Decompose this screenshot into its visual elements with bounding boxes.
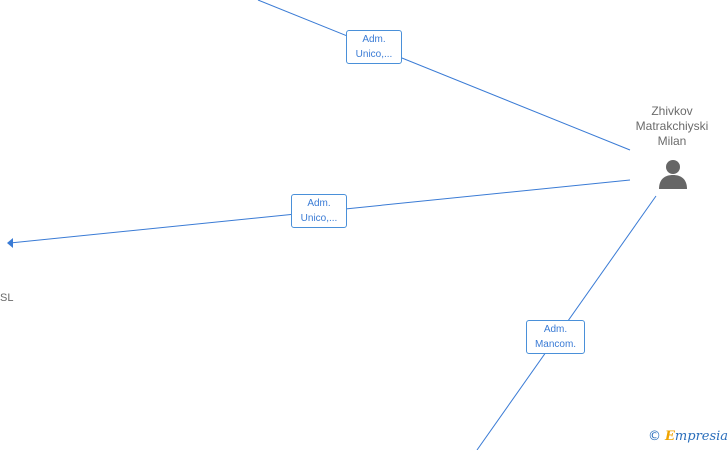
brand-name: mpresia [674, 429, 728, 444]
edge-label-bottom[interactable]: Adm. Mancom. [526, 320, 585, 354]
brand-initial: E [665, 429, 675, 444]
edge-label-top-line1: Adm. [362, 34, 386, 45]
person-name[interactable]: Zhivkov Matrakchiyski Milan [635, 104, 709, 148]
copyright-icon: © [648, 429, 661, 444]
edge-label-bottom-line1: Adm. [543, 324, 568, 335]
brand-logo: © Empresia [648, 429, 728, 444]
edge-label-left-line1: Adm. [307, 198, 331, 209]
person-icon[interactable] [656, 158, 690, 190]
edge-label-bottom-line2: Mancom. [534, 339, 577, 350]
company-label-fragment[interactable]: SL [0, 292, 14, 304]
arrowhead-icon [7, 238, 13, 248]
edge-label-left[interactable]: Adm. Unico,... [291, 194, 347, 228]
edge-label-top[interactable]: Adm. Unico,... [346, 30, 402, 64]
edge-line-top [257, 0, 631, 151]
edge-label-left-line2: Unico,... [300, 213, 338, 224]
edge-label-top-line2: Unico,... [355, 49, 393, 60]
